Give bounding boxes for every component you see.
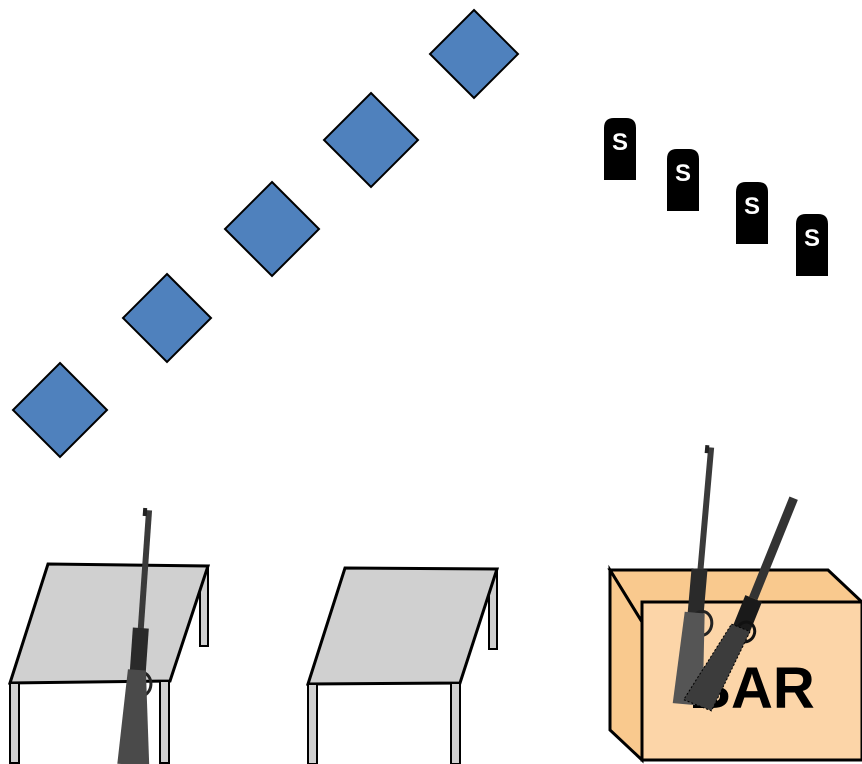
- tombstone-s-target: S: [604, 118, 636, 180]
- tombstone-label: S: [744, 193, 760, 220]
- steel-target-diamond: [121, 272, 213, 364]
- shotgun-icon: [682, 496, 798, 712]
- tombstone-body: [736, 182, 768, 244]
- left-table: [7, 562, 211, 764]
- tombstone-body: [667, 149, 699, 211]
- bar-box: BAR: [607, 564, 862, 764]
- tombstone-label: S: [612, 129, 628, 156]
- left-table-top: [7, 562, 211, 685]
- tombstone-label: S: [675, 160, 691, 187]
- middle-table-front-leg-left: [307, 683, 318, 764]
- middle-table: [305, 566, 500, 764]
- tombstone-s-target: S: [736, 182, 768, 244]
- left-table-front-leg-right: [159, 680, 170, 764]
- middle-table-front-leg-right: [450, 682, 461, 764]
- steel-target-diamond: [428, 8, 520, 100]
- tombstone-body: [604, 118, 636, 180]
- tombstone-label: S: [804, 225, 820, 252]
- shotgun-targets-group: S S S S: [604, 118, 828, 276]
- left-table-front-leg-left: [9, 682, 20, 764]
- steel-target-diamond: [223, 180, 321, 278]
- rifle-icon: [117, 507, 153, 764]
- steel-targets-group: [11, 8, 520, 459]
- steel-target-diamond: [322, 91, 420, 189]
- tombstone-s-target: S: [796, 214, 828, 276]
- steel-target-diamond: [11, 361, 109, 459]
- tombstone-s-target: S: [667, 149, 699, 211]
- middle-table-top: [305, 566, 500, 686]
- tombstone-body: [796, 214, 828, 276]
